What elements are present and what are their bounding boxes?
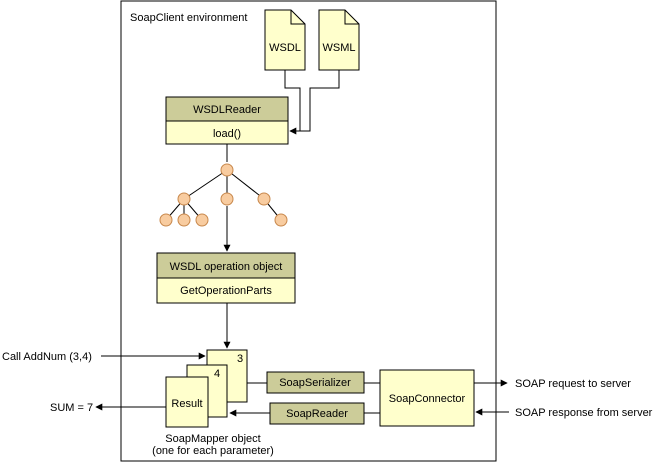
- tree-node: [159, 213, 173, 227]
- operation-object-title: WSDL operation object: [170, 261, 283, 273]
- soap-request-label: SOAP request to server: [515, 378, 631, 390]
- wsml-label: WSML: [323, 42, 356, 54]
- mapper-caption-line2: (one for each parameter): [152, 445, 274, 457]
- soapmapper-stack: 3 4 Result: [165, 349, 248, 428]
- soap-connector-label: SoapConnector: [389, 393, 466, 405]
- mapper-card-4-label: 4: [214, 368, 220, 380]
- mapper-result-label: Result: [171, 398, 202, 410]
- soap-serializer-box: SoapSerializer: [266, 371, 365, 394]
- tree-nodes: [159, 163, 288, 227]
- soap-response-label: SOAP response from server: [515, 407, 653, 419]
- wsdl-reader-method: load(): [213, 128, 241, 140]
- sum-label: SUM = 7: [50, 402, 93, 414]
- wsdl-reader-title: WSDLReader: [193, 104, 261, 116]
- tree-node: [177, 213, 191, 227]
- call-label: Call AddNum (3,4): [2, 351, 92, 363]
- wsdl-to-reader-connector: [284, 70, 301, 135]
- mapper-card-result: [165, 376, 209, 428]
- wsdl-label: WSDL: [269, 42, 301, 54]
- operation-object-method: GetOperationParts: [180, 285, 272, 297]
- tree-node: [177, 192, 191, 206]
- tree-node: [274, 213, 288, 227]
- wsml-document: WSML: [318, 9, 360, 71]
- tree-node: [257, 192, 271, 206]
- wsdl-reader-box: WSDLReader load(): [165, 96, 289, 145]
- soap-reader-label: SoapReader: [286, 408, 348, 420]
- tree-node: [220, 192, 234, 206]
- tree-node: [195, 213, 209, 227]
- tree-node: [220, 163, 234, 177]
- soap-serializer-label: SoapSerializer: [279, 377, 351, 389]
- soap-connector-box: SoapConnector: [379, 369, 475, 427]
- mapper-card-3-label: 3: [237, 353, 243, 365]
- wsdl-document: WSDL: [264, 9, 306, 71]
- operation-object-box: WSDL operation object GetOperationParts: [156, 252, 296, 304]
- environment-label: SoapClient environment: [130, 12, 247, 24]
- mapper-caption-line1: SoapMapper object: [165, 433, 260, 445]
- wsml-to-reader-connector: [300, 70, 340, 132]
- soap-reader-box: SoapReader: [269, 402, 365, 425]
